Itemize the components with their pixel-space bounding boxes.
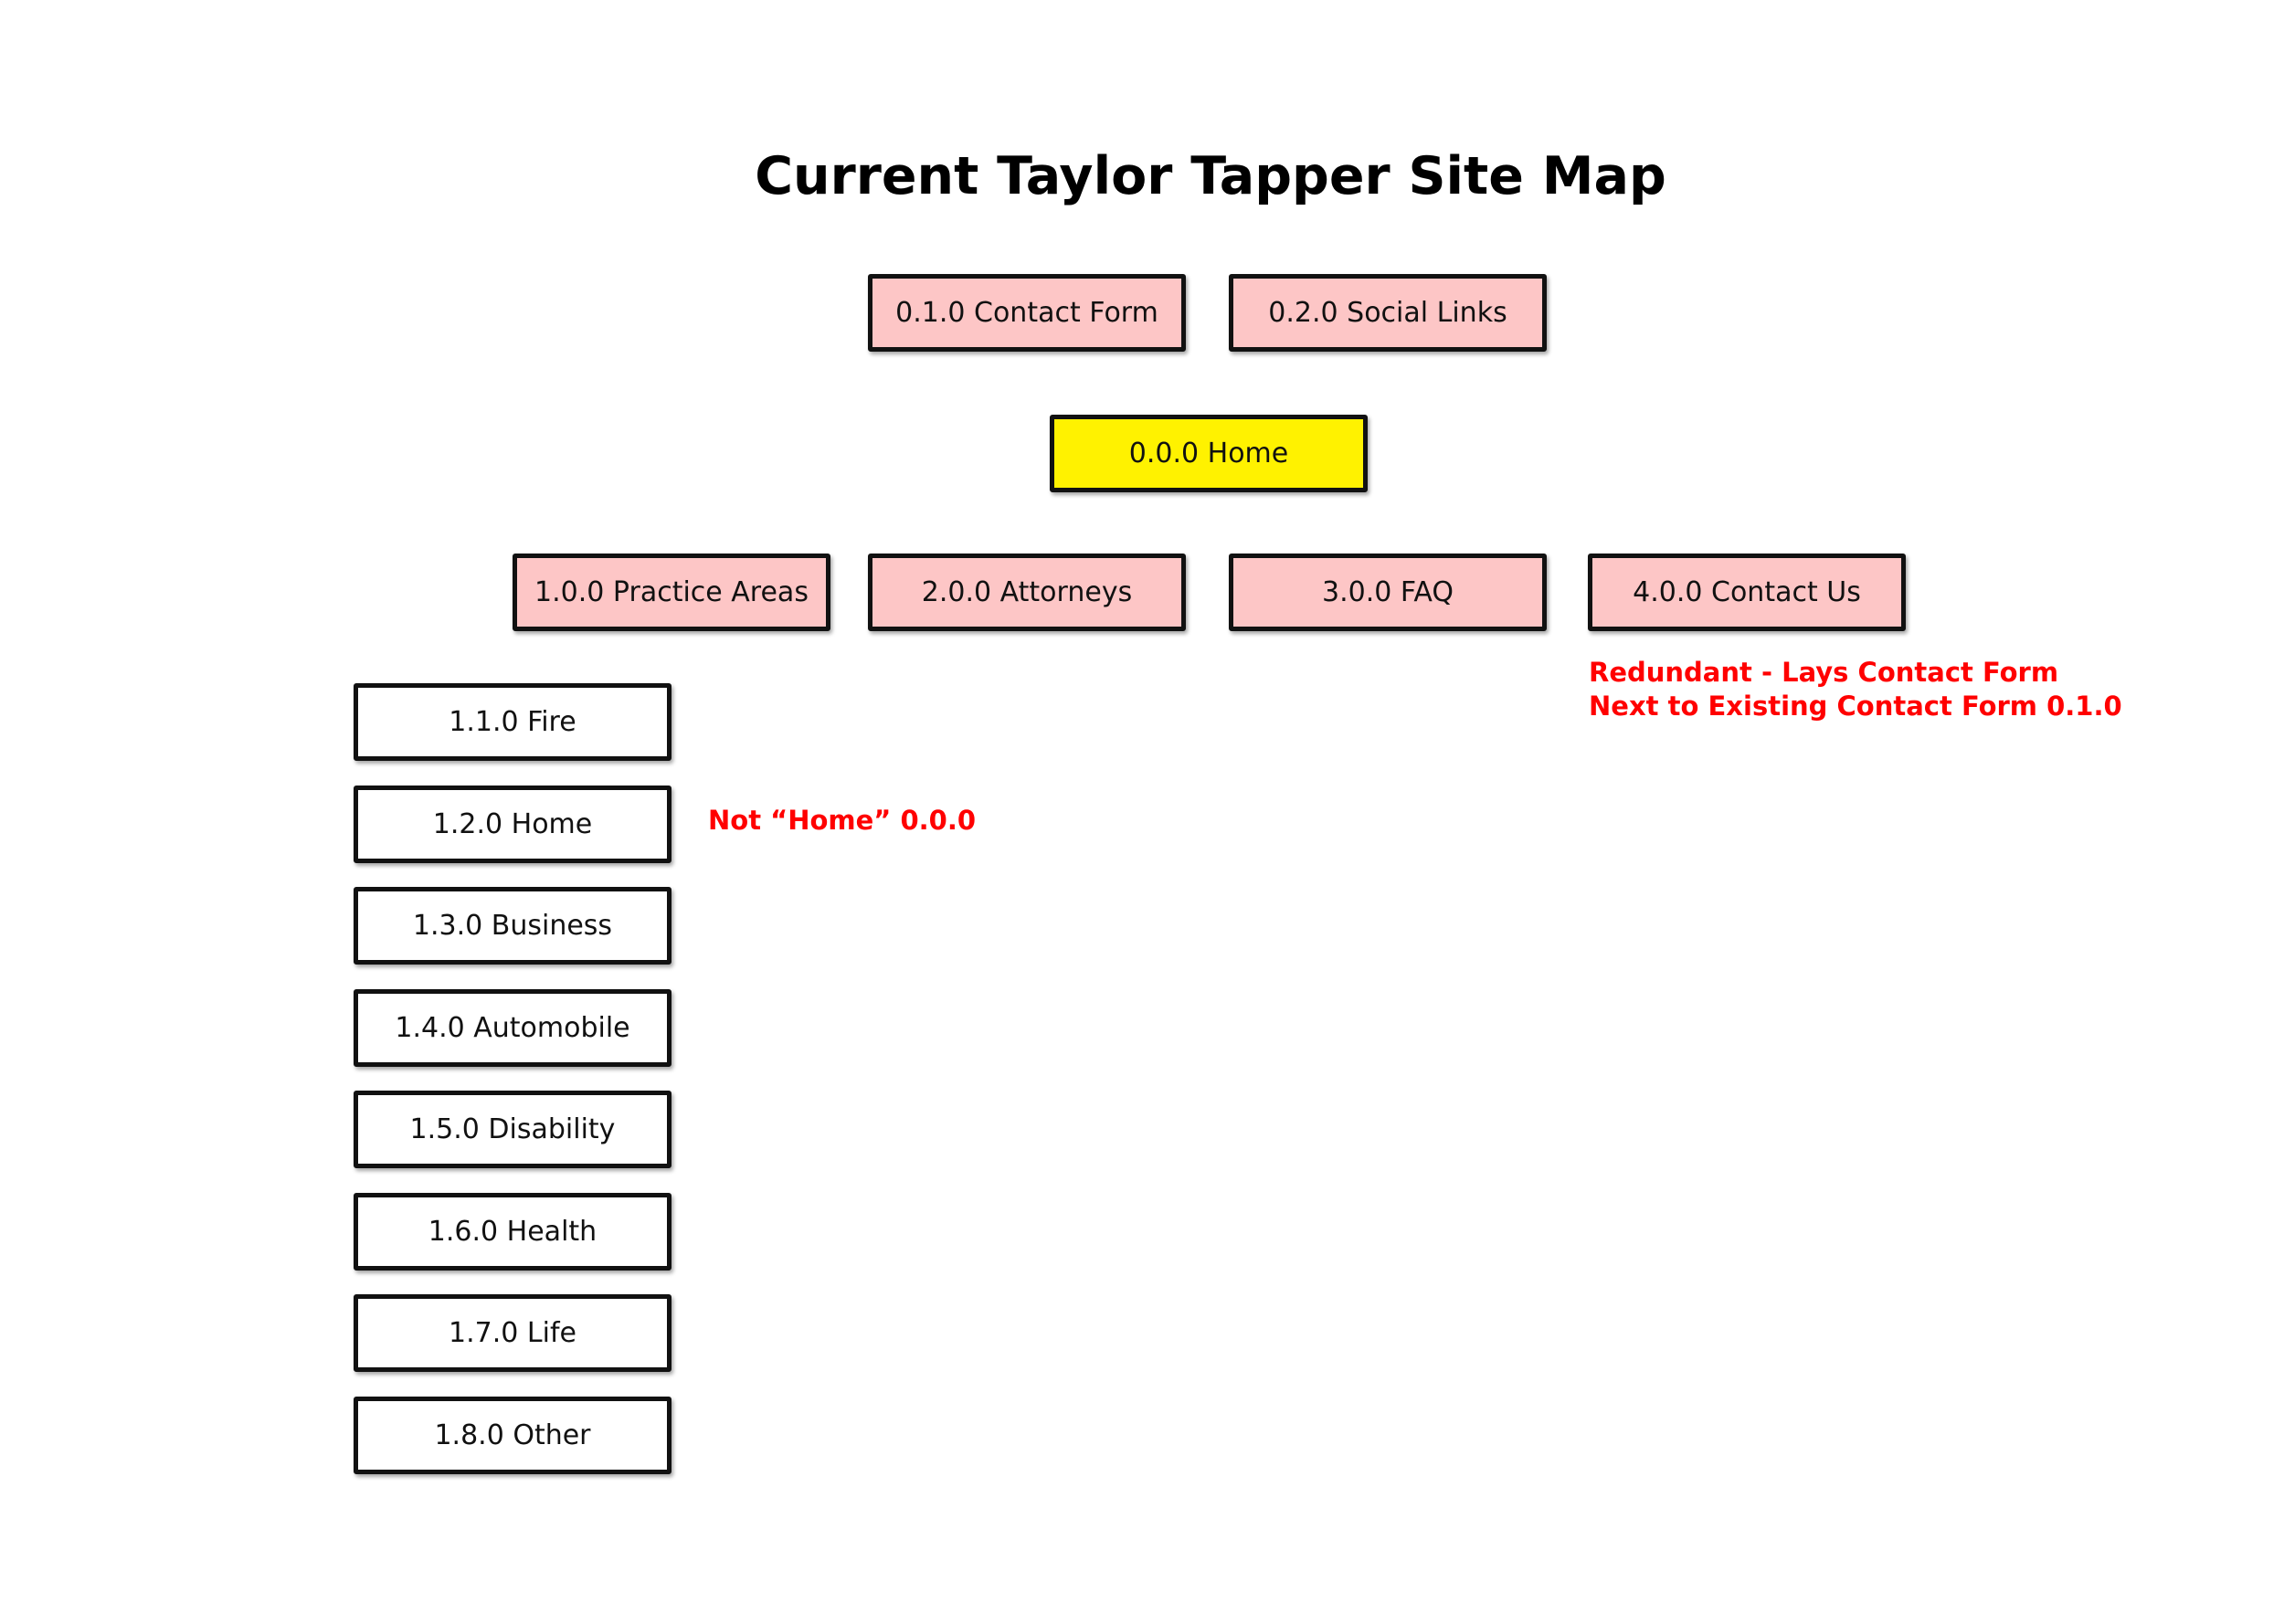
node-attorneys: 2.0.0 Attorneys	[868, 554, 1186, 631]
node-disability: 1.5.0 Disability	[354, 1091, 671, 1168]
node-automobile: 1.4.0 Automobile	[354, 989, 671, 1067]
practice-home-note: Not “Home” 0.0.0	[708, 805, 977, 836]
contact-us-note: Redundant - Lays Contact Form Next to Ex…	[1589, 656, 2122, 723]
node-health: 1.6.0 Health	[354, 1193, 671, 1271]
node-business: 1.3.0 Business	[354, 887, 671, 965]
node-faq: 3.0.0 FAQ	[1229, 554, 1547, 631]
node-life: 1.7.0 Life	[354, 1294, 671, 1372]
node-contact-us: 4.0.0 Contact Us	[1588, 554, 1906, 631]
contact-us-note-line2: Next to Existing Contact Form 0.1.0	[1589, 691, 2122, 722]
contact-us-note-line1: Redundant - Lays Contact Form	[1589, 657, 2059, 688]
node-practice-areas: 1.0.0 Practice Areas	[513, 554, 830, 631]
node-contact-form: 0.1.0 Contact Form	[868, 274, 1186, 352]
node-practice-home: 1.2.0 Home	[354, 786, 671, 863]
node-other: 1.8.0 Other	[354, 1397, 671, 1474]
node-fire: 1.1.0 Fire	[354, 683, 671, 761]
node-home: 0.0.0 Home	[1050, 415, 1368, 492]
node-social-links: 0.2.0 Social Links	[1229, 274, 1547, 352]
page-title: Current Taylor Tapper Site Map	[755, 146, 1666, 206]
